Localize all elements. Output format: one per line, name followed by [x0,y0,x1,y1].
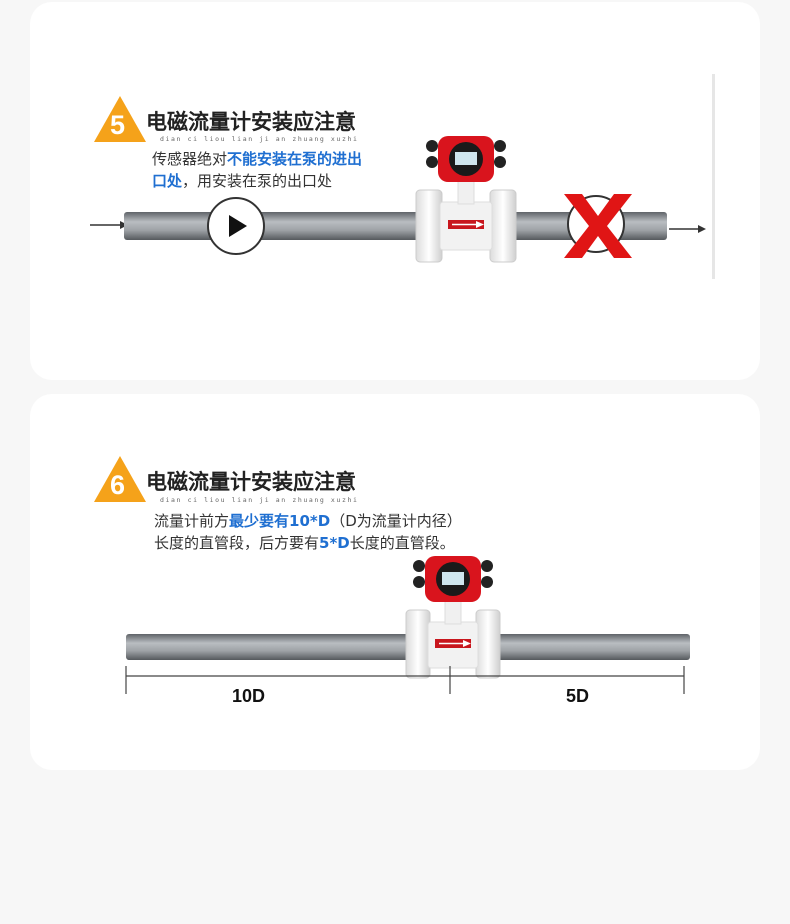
upstream-length-label: 10D [232,686,266,706]
flow-in-arrow [90,221,128,229]
section-6-pinyin: dian ci liou lian ji an zhuang xuzhi [160,496,359,504]
downstream-length-label: 5D [566,686,590,706]
straight-pipe-diagram [125,556,690,694]
dimension-lines [125,666,685,694]
section-5-pinyin: dian ci liou lian ji an zhuang xuzhi [160,135,359,143]
step-6-number: 6 [110,470,126,500]
step-5-number: 5 [110,110,126,140]
section-6-description: 流量计前方最少要有10*D（D为流量计内径） 长度的直管段，后方要有5*D长度的… [154,512,462,552]
flowmeter-icon [415,136,517,263]
divider [712,74,715,279]
section-5-title: 电磁流量计安装应注意 [146,110,356,134]
section-5-card: 5 电磁流量计安装应注意 dian ci liou lian ji an zhu… [30,2,760,380]
cross-icon [564,194,632,258]
pump-pipeline-diagram [90,136,706,263]
pump-icon [207,197,265,255]
section-6-card: 6 电磁流量计安装应注意 dian ci liou lian ji an zhu… [30,394,760,770]
flow-out-arrow [669,225,706,233]
step-6-badge [94,456,146,502]
section-5-description: 传感器绝对不能安装在泵的进出 口处，用安装在泵的出口处 [152,150,363,190]
section-6-title: 电磁流量计安装应注意 [146,470,356,494]
step-5-badge [94,96,146,142]
flowmeter-icon [405,556,501,679]
